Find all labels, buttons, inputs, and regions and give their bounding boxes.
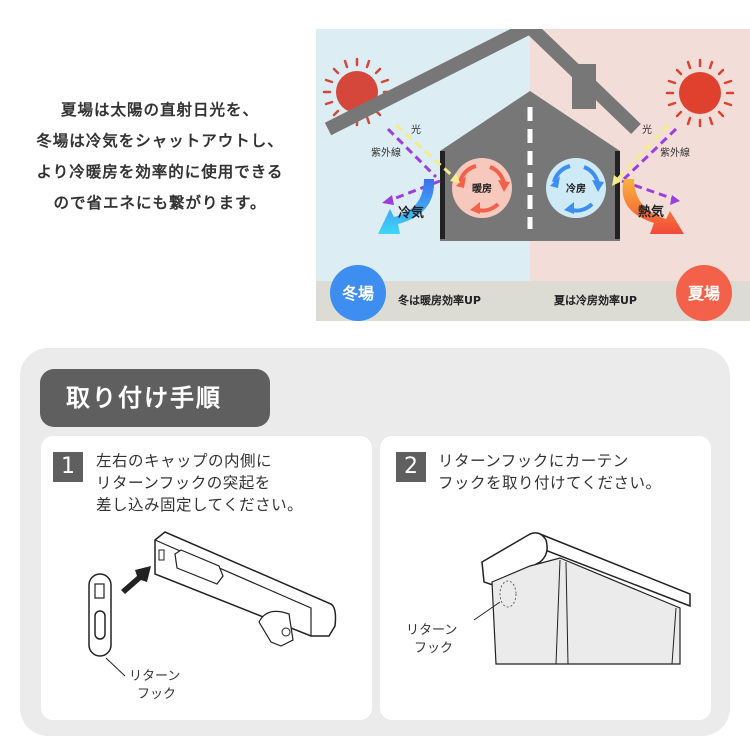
uv-ray: [386, 127, 438, 179]
curtain-illustration: リターン フック: [406, 532, 691, 665]
cold-air-label: 冷気: [398, 205, 424, 221]
heating-label: 暖房: [472, 182, 492, 195]
step-card-1: 1 左右のキャップの内側に リターンフックの突起を 差し込み固定してください。 …: [41, 436, 372, 720]
callout-label: フック: [414, 641, 453, 656]
light-label: 光: [411, 123, 421, 136]
hot-air-arrow: [622, 179, 684, 234]
summer-caption: 夏は冷房効率UP: [554, 293, 637, 307]
step-line: リターンフックの突起を: [96, 474, 271, 492]
hot-air-label: 熱気: [638, 204, 664, 220]
step-number: 2: [396, 452, 426, 482]
sun-icon: [665, 58, 735, 128]
summer-badge-label: 夏場: [687, 284, 720, 303]
sun-icon: [322, 57, 392, 127]
winter-badge: [330, 265, 386, 321]
instructions-title: 取り付け手順: [40, 369, 270, 427]
uv-label: 紫外線: [371, 146, 401, 159]
winter-badge-label: 冬場: [342, 284, 374, 303]
intro-line: より冷暖房を効率的に使用できる: [36, 163, 284, 181]
cooling-label: 冷房: [566, 182, 586, 195]
light-ray: [394, 123, 458, 181]
step-line: フックを取り付けてください。: [438, 474, 662, 492]
light-label: 光: [642, 123, 652, 136]
callout-label: フック: [137, 687, 176, 702]
callout-label: リターン: [129, 669, 180, 684]
step-line: 差し込み固定してください。: [96, 496, 304, 514]
callout-label: リターン: [406, 623, 457, 638]
cooling-icon: [546, 158, 606, 218]
winter-caption: 冬は暖房効率UP: [398, 293, 481, 307]
energy-saving-diagram: 光 紫外線 冷気 暖房 光 紫外線 熱気 冷房 冬場 冬は暖房効率UP 夏場 夏…: [316, 29, 750, 321]
intro-text: 夏場は太陽の直射日光を、 冬場は冷気をシャットアウトし、 より冷暖房を効率的に使…: [0, 95, 320, 219]
step-text: 左右のキャップの内側に リターンフックの突起を 差し込み固定してください。: [96, 450, 303, 516]
intro-line: 冬場は冷気をシャットアウトし、: [36, 132, 284, 150]
intro-line: 夏場は太陽の直射日光を、: [60, 101, 259, 119]
cold-air-arrow: [378, 179, 435, 234]
step-text: リターンフックにカーテン フックを取り付けてください。: [438, 450, 662, 494]
heating-icon: [452, 158, 512, 218]
uv-label: 紫外線: [660, 146, 690, 159]
step-line: リターンフックにカーテン: [438, 452, 629, 470]
summer-badge: [676, 265, 732, 321]
step-line: 左右のキャップの内側に: [96, 452, 273, 470]
step-number: 1: [53, 452, 83, 482]
cap-illustration: リターン フック: [88, 531, 337, 702]
intro-line: ので省エネにも繋がります。: [53, 194, 267, 212]
step-card-2: 2 リターンフックにカーテン フックを取り付けてください。 リターン フック: [380, 436, 711, 720]
